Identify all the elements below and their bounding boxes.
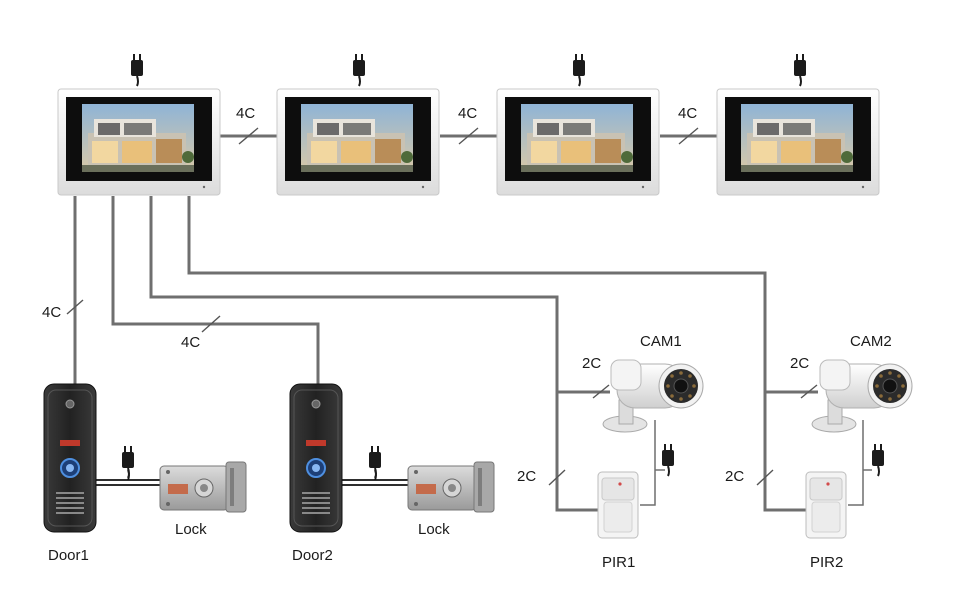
cable-markers: [66, 127, 818, 486]
device-label-pir2: PIR2: [810, 554, 843, 571]
power-adapter-icon: [352, 53, 366, 87]
wire-cam2-pir2-power: [848, 420, 864, 506]
monitor-3: [496, 88, 660, 196]
cable-label: 2C: [725, 468, 744, 485]
device-label-lock1: Lock: [175, 521, 207, 538]
pir-sensor-1: [597, 471, 639, 539]
device-label-pir1: PIR1: [602, 554, 635, 571]
cable-label: 4C: [458, 105, 477, 122]
power-adapter-icon: [130, 53, 144, 87]
camera-1: [602, 359, 704, 433]
door-station-1: [43, 383, 97, 533]
door-lock-wiring: [96, 469, 408, 486]
cable-label: 4C: [42, 304, 61, 321]
device-label-cam1: CAM1: [640, 333, 682, 350]
cable-label: 4C: [678, 105, 697, 122]
power-adapter-icon: [793, 53, 807, 87]
power-adapter-icon: [572, 53, 586, 87]
cable-label: 4C: [181, 334, 200, 351]
power-adapter-icon: [121, 445, 135, 479]
monitor-4: [716, 88, 880, 196]
cable-label: 2C: [790, 355, 809, 372]
cable-label: 2C: [517, 468, 536, 485]
power-adapter-icon: [368, 445, 382, 479]
power-adapter-icon: [661, 443, 675, 477]
wire-monitor1-cam2: [187, 196, 818, 394]
wire-cam1-pir1-power: [640, 420, 656, 506]
device-label-cam2: CAM2: [850, 333, 892, 350]
door-station-2: [289, 383, 343, 533]
wire-cam1-pir1: [555, 392, 598, 512]
device-label-door2: Door2: [292, 547, 333, 564]
monitor-2: [276, 88, 440, 196]
wire-monitor1-cam1: [149, 196, 610, 394]
wire-cam2-pir2: [763, 392, 806, 512]
labels: 4C 4C 4C 4C 4C 2C 2C 2C 2C Door1 Door2 L…: [42, 105, 892, 571]
camera-2: [811, 359, 913, 433]
cable-label: 2C: [582, 355, 601, 372]
cable-label: 4C: [236, 105, 255, 122]
device-label-door1: Door1: [48, 547, 89, 564]
pir-sensor-2: [805, 471, 847, 539]
electric-lock-1: [159, 461, 247, 513]
wire-monitor1-door2: [111, 196, 320, 384]
electric-lock-2: [407, 461, 495, 513]
monitor-1: [57, 88, 221, 196]
power-adapter-icon: [871, 443, 885, 477]
device-label-lock2: Lock: [418, 521, 450, 538]
wiring: [73, 134, 872, 512]
